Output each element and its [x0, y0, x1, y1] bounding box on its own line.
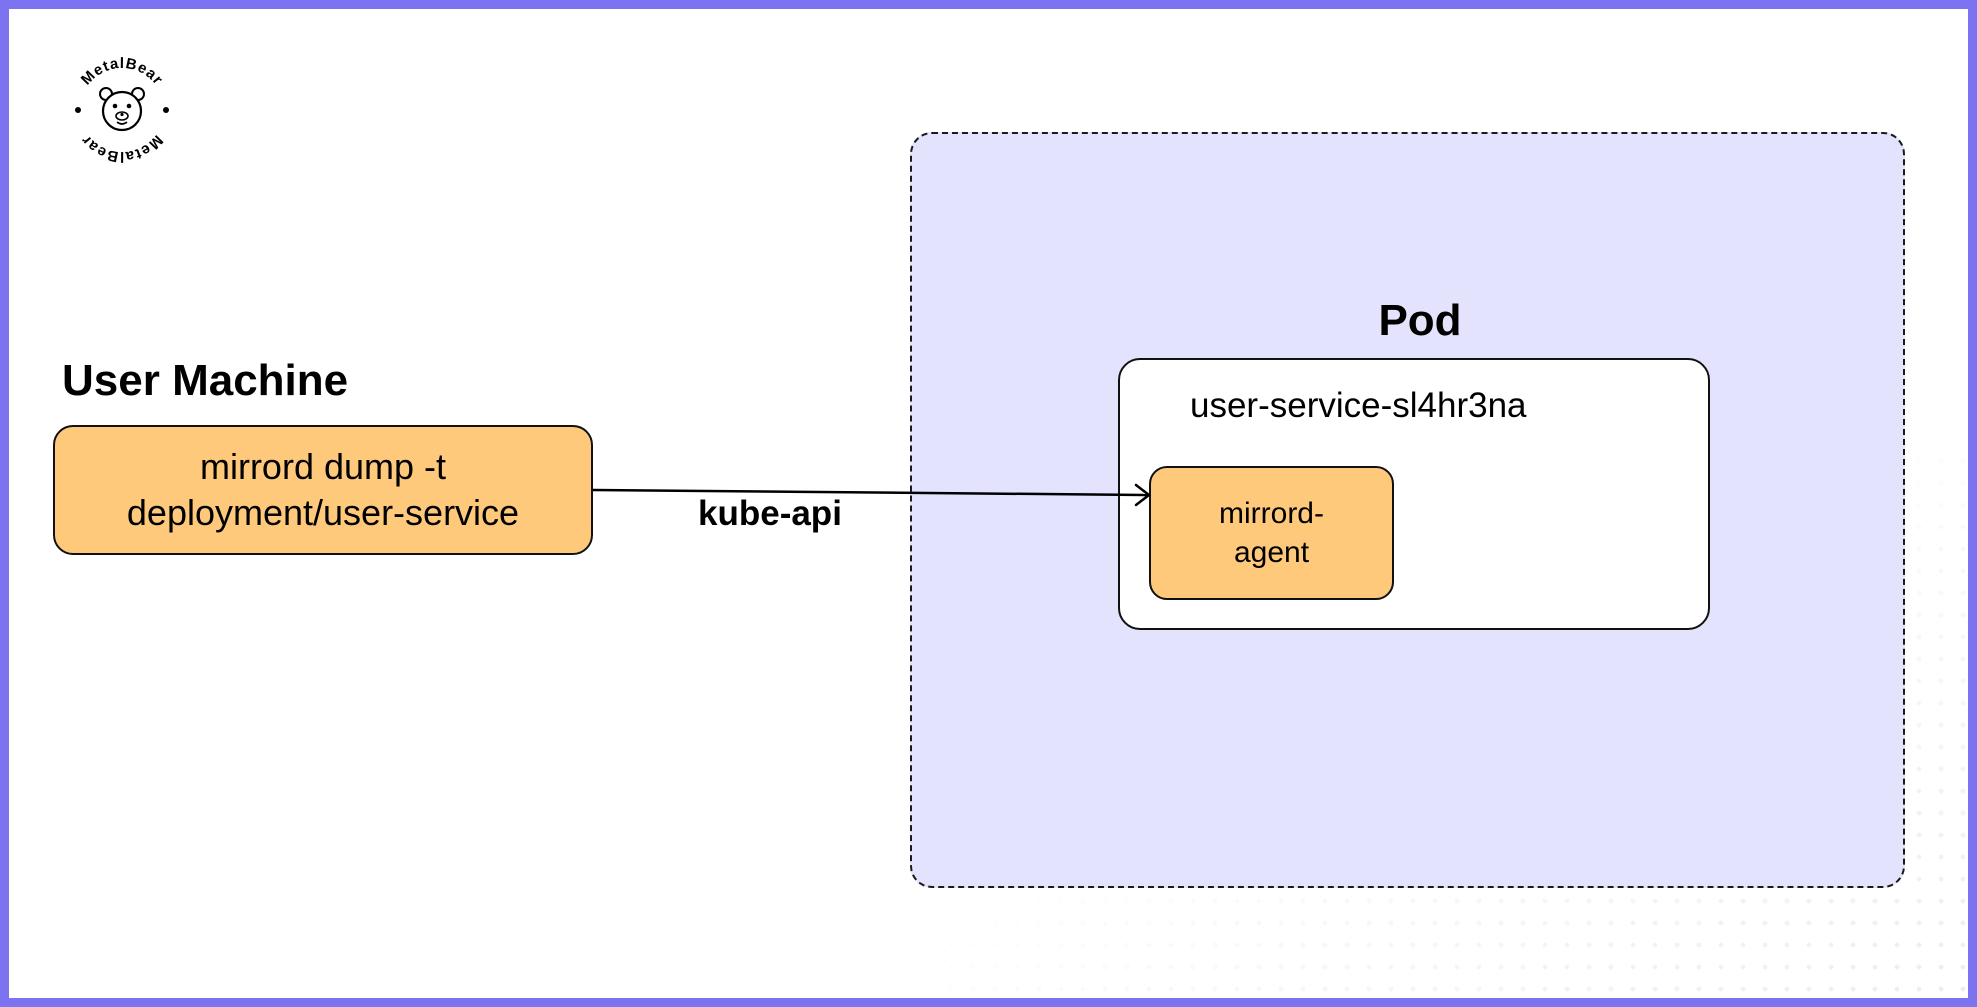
- svg-text:MetalBear: MetalBear: [78, 55, 167, 88]
- logo-text-top: MetalBear: [78, 55, 166, 88]
- mirrord-agent-label: mirrord-agent: [1219, 497, 1324, 569]
- pod-title: Pod: [1378, 296, 1462, 345]
- svg-text:MetalBear: MetalBear: [77, 132, 166, 165]
- user-machine-title: User Machine: [62, 356, 349, 405]
- bear-face-icon: [99, 87, 145, 132]
- logo-text-bottom: MetalBear: [77, 132, 165, 165]
- kube-api-label: kube-api: [698, 494, 842, 533]
- mirrord-agent-node: mirrord-agent: [1149, 466, 1394, 600]
- pod-name-label: user-service-sl4hr3na: [1190, 386, 1527, 425]
- metalbear-logo: MetalBear MetalBear: [75, 55, 169, 165]
- mirrord-dump-command-label: mirrord dump -t deployment/user-service: [126, 446, 520, 533]
- mirrord-dump-command-node: mirrord dump -t deployment/user-service: [53, 425, 593, 555]
